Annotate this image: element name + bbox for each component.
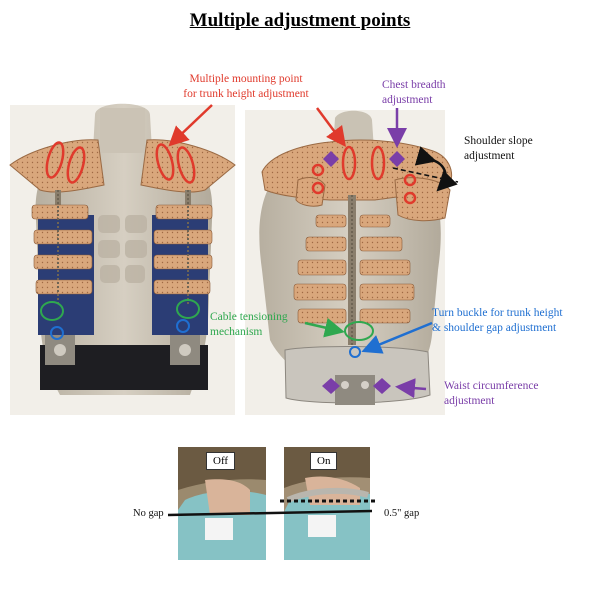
mounting-point-label-line1: Multiple mounting point [189,73,303,85]
waist-circumference-label-line1: Waist circumference [444,380,539,392]
no-gap-line [167,509,373,517]
waist-diamonds [322,378,391,394]
front-mounting-ellipses [45,141,196,184]
mounting-arrow-front [168,104,213,147]
on-photo [284,447,370,560]
front-turnbuckle-circles [50,319,190,340]
shoulder-slope-rotation-arrow [414,146,458,192]
chest-breadth-diamonds [323,151,405,167]
turn-buckle-label: Turn buckle for trunk height & shoulder … [432,306,563,336]
cable-tensioning-label-line1: Cable tensioning [210,311,288,323]
chest-breadth-label: Chest breadth adjustment [382,78,446,108]
back-cable-circle [344,321,374,341]
front-cable-circles [40,299,200,321]
on-tag: On [310,452,338,470]
chest-breadth-label-line1: Chest breadth [382,79,446,91]
no-gap-label: No gap [133,508,164,519]
turn-buckle-label-line2: & shoulder gap adjustment [432,322,557,334]
back-view-photo [245,110,453,415]
waist-circumference-label-line2: adjustment [444,395,495,407]
shoulder-slope-label-line1: Shoulder slope [464,135,533,147]
waist-arrow [395,378,427,399]
chest-breadth-label-line2: adjustment [382,94,433,106]
mounting-point-label-line2: for trunk height adjustment [183,88,309,100]
shoulder-slope-label-line2: adjustment [464,150,515,162]
shoulder-slope-label: Shoulder slope adjustment [464,134,533,164]
page-title: Multiple adjustment points [189,10,411,31]
cable-tensioning-label-line2: mechanism [210,326,263,338]
gap-label: 0.5" gap [384,508,420,519]
back-turnbuckle-circle [349,346,361,358]
cable-tensioning-label: Cable tensioning mechanism [210,310,288,340]
turn-buckle-label-line1: Turn buckle for trunk height [432,307,563,319]
back-mounting-ellipses [341,145,386,181]
off-tag: Off [206,452,236,470]
cable-arrow [304,317,345,338]
mounting-arrow-back [315,107,346,148]
waist-circumference-label: Waist circumference adjustment [444,379,539,409]
front-view-photo [9,103,236,415]
turnbuckle-arrow [361,321,433,354]
mounting-point-label: Multiple mounting point for trunk height… [156,72,336,102]
